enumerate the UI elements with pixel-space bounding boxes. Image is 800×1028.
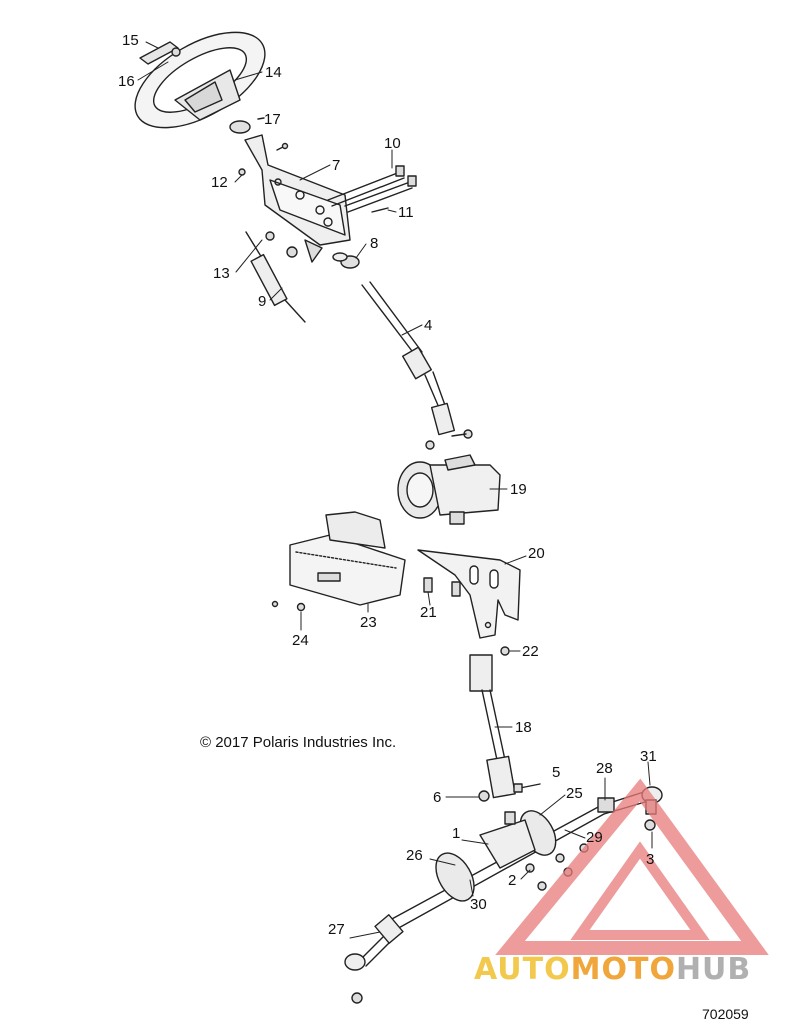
mounting-bracket-part xyxy=(417,549,521,639)
nut-part xyxy=(238,168,246,176)
callout-29: 29 xyxy=(586,829,603,846)
watermark-logo xyxy=(495,778,769,955)
callout-30: 30 xyxy=(470,896,487,913)
power-steering-unit-part xyxy=(397,454,501,525)
callout-31: 31 xyxy=(640,748,657,765)
callout-20: 20 xyxy=(528,545,545,562)
callout-17: 17 xyxy=(264,111,281,128)
watermark-brand-text: AUTOMOTOHUB xyxy=(474,952,751,987)
gas-strut-part xyxy=(245,231,306,323)
steering-shaft-lower-part xyxy=(469,654,516,799)
tie-rod-end-part xyxy=(344,914,404,1004)
callout-2: 2 xyxy=(508,872,517,889)
callout-19: 19 xyxy=(510,481,527,498)
callout-21: 21 xyxy=(420,604,437,621)
callout-22: 22 xyxy=(522,643,539,660)
callout-4: 4 xyxy=(424,317,433,334)
copyright-notice: © 2017 Polaris Industries Inc. xyxy=(200,734,397,751)
brand-part-auto: AUTO xyxy=(474,952,571,987)
column-bracket-part xyxy=(244,134,351,263)
callout-12: 12 xyxy=(211,174,228,191)
callout-1: 1 xyxy=(452,825,461,842)
steering-wheel-part xyxy=(134,31,266,129)
callout-10: 10 xyxy=(384,135,401,152)
callout-7: 7 xyxy=(332,157,341,174)
callout-6: 6 xyxy=(433,789,442,806)
callout-9: 9 xyxy=(258,293,267,310)
callout-24: 24 xyxy=(292,632,309,649)
leader-lines xyxy=(137,41,653,939)
callout-28: 28 xyxy=(596,760,613,777)
callout-14: 14 xyxy=(265,64,282,81)
bushing-part xyxy=(229,120,251,134)
callout-11: 11 xyxy=(398,204,414,221)
bolts-part xyxy=(327,165,417,213)
callout-13: 13 xyxy=(213,265,230,282)
callout-15: 15 xyxy=(122,32,139,49)
brand-part-hub: HUB xyxy=(675,952,752,987)
callout-5: 5 xyxy=(552,764,561,781)
steering-shaft-upper-part xyxy=(361,281,473,450)
brand-part-moto: MOTO xyxy=(570,952,676,987)
figure-number: 702059 xyxy=(702,1006,749,1022)
callout-25: 25 xyxy=(566,785,583,802)
callout-18: 18 xyxy=(515,719,532,736)
callout-3: 3 xyxy=(646,851,655,868)
screw-part xyxy=(171,47,181,57)
fastener-part xyxy=(296,602,306,612)
cover-part xyxy=(289,511,406,606)
nut-lower-part xyxy=(500,646,510,656)
callout-8: 8 xyxy=(370,235,379,252)
callout-23: 23 xyxy=(360,614,377,631)
callout-26: 26 xyxy=(406,847,423,864)
callout-16: 16 xyxy=(118,73,135,90)
callout-27: 27 xyxy=(328,921,345,938)
